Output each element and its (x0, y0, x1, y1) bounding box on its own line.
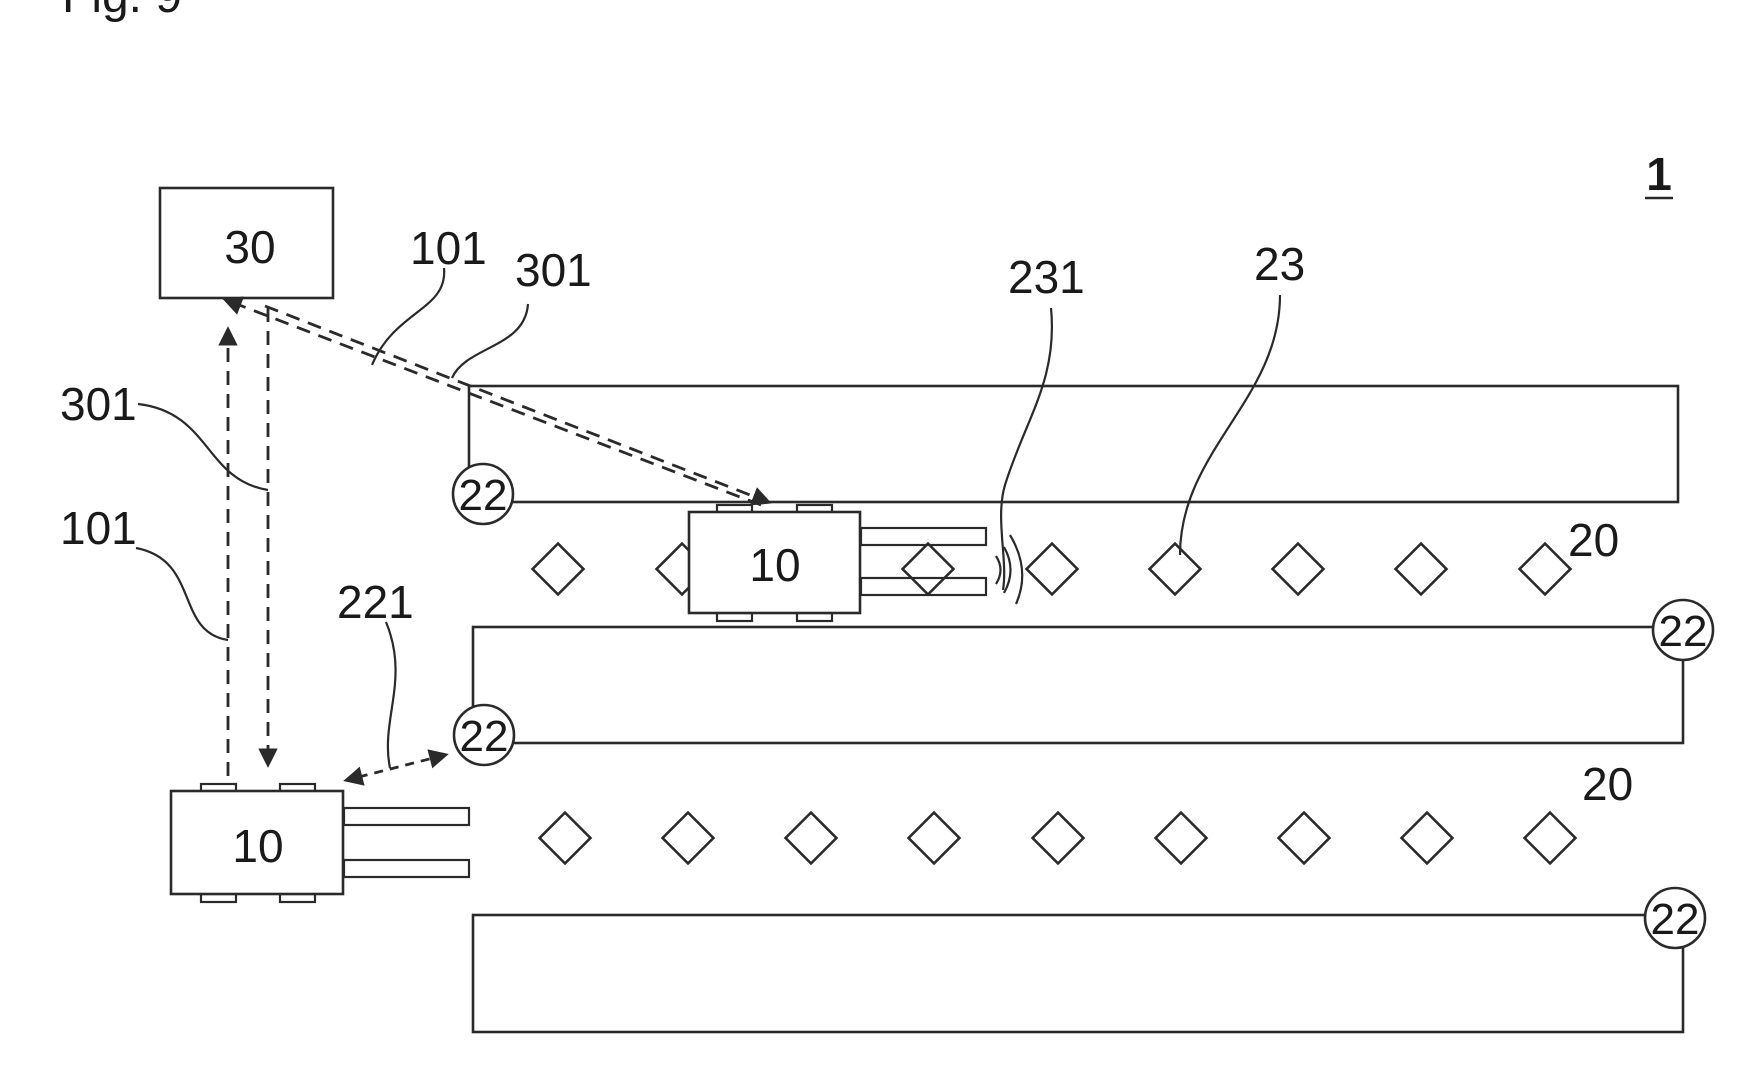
marker-diamond (1156, 813, 1207, 864)
leader-221 (386, 622, 396, 768)
link-221 (347, 755, 445, 780)
marker-diamond (540, 813, 591, 864)
figure-title: Fig. 9 (62, 0, 182, 23)
shelf-rack-3 (473, 915, 1683, 1032)
server-label: 30 (224, 221, 275, 273)
ref-301-left: 301 (60, 378, 137, 430)
ref-231: 231 (1008, 251, 1085, 303)
marker-diamond (1525, 813, 1576, 864)
marker-22-a: 22 (453, 464, 513, 524)
marker-diamond (533, 544, 584, 595)
vehicle-bottom-fork-upper (344, 808, 469, 825)
marker-diamond (909, 813, 960, 864)
svg-text:22: 22 (459, 471, 508, 520)
marker-22-d: 22 (1645, 888, 1705, 948)
marker-diamond (903, 544, 954, 595)
ref-20-lower: 20 (1582, 758, 1633, 810)
ref-23: 23 (1254, 238, 1305, 290)
leader-301-left (138, 404, 268, 490)
marker-diamond (1273, 544, 1324, 595)
system-reference-label: 1 (1646, 148, 1672, 200)
marker-22-c: 22 (454, 705, 514, 765)
svg-text:22: 22 (1651, 895, 1700, 944)
marker-diamond (1520, 544, 1571, 595)
svg-text:22: 22 (460, 712, 509, 761)
marker-diamond (663, 813, 714, 864)
vehicle-bottom-label: 10 (232, 820, 283, 872)
ref-301-top: 301 (515, 244, 592, 296)
shelf-rack-2 (473, 627, 1683, 743)
marker-diamond (1150, 544, 1201, 595)
ref-101-left: 101 (60, 502, 137, 554)
marker-22-b: 22 (1653, 600, 1713, 660)
aisle-markers-row-2 (540, 813, 1576, 864)
leader-231 (1001, 308, 1052, 590)
vehicle-top-label: 10 (749, 539, 800, 591)
svg-text:22: 22 (1659, 607, 1708, 656)
leader-23 (1180, 295, 1280, 555)
ref-221: 221 (337, 576, 414, 628)
ref-101-top: 101 (410, 222, 487, 274)
marker-diamond (786, 813, 837, 864)
leader-301-top (452, 304, 528, 378)
marker-diamond (1402, 813, 1453, 864)
marker-diamond (1396, 544, 1447, 595)
shelf-rack-1 (469, 386, 1678, 502)
vehicle-bottom-fork-lower (344, 860, 469, 877)
marker-diamond (1279, 813, 1330, 864)
vehicle-bottom: 10 (171, 784, 469, 902)
marker-diamond (1027, 544, 1078, 595)
downlink-301-top (265, 306, 768, 502)
vehicle-top-fork-upper (861, 528, 986, 545)
marker-diamond (1033, 813, 1084, 864)
leader-101-left (136, 548, 228, 640)
wireless-signal-icon (996, 535, 1022, 604)
ref-20-upper: 20 (1568, 514, 1619, 566)
